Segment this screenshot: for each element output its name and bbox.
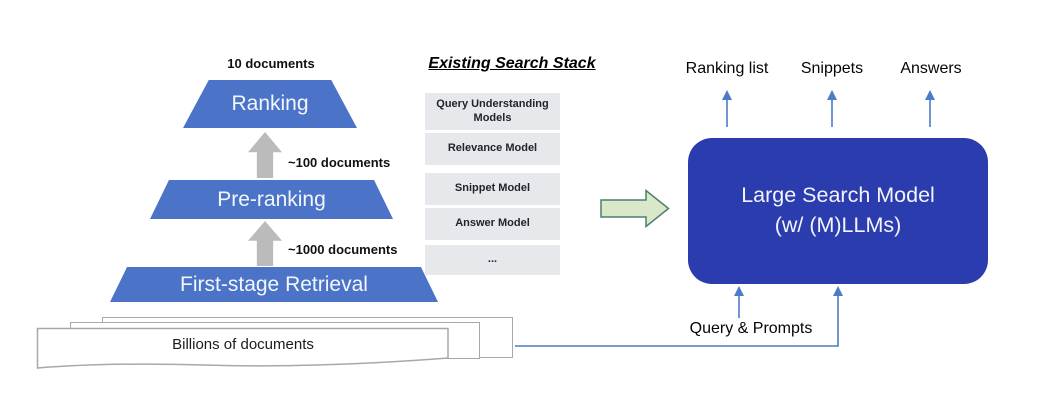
stack-item: Snippet Model (425, 173, 560, 205)
funnel-top-count: 10 documents (227, 56, 315, 71)
up-arrow-icon (248, 221, 282, 266)
stack-item: Query Understanding Models (425, 93, 560, 130)
output-label-answers: Answers (900, 60, 962, 77)
documents-label: Billions of documents (172, 336, 314, 353)
funnel-stage-preranking: Pre-ranking (150, 180, 393, 219)
stack-item-label: Snippet Model (454, 182, 531, 195)
funnel-stage-ranking: Ranking (183, 80, 357, 128)
stack-item: ... (425, 245, 560, 275)
funnel-stage-retrieval: First-stage Retrieval (110, 267, 438, 302)
existing-stack-title: Existing Search Stack (428, 55, 596, 72)
stage-label: Ranking (231, 92, 309, 115)
stack-item-label: ... (487, 253, 498, 266)
input-arrow-icon (734, 286, 744, 318)
output-arrow-icon (722, 90, 732, 127)
output-label-ranking-list: Ranking list (685, 60, 769, 77)
model-title-line1: Large Search Model (741, 183, 935, 208)
query-prompts-label: Query & Prompts (689, 320, 813, 337)
stack-item-label: Relevance Model (447, 142, 538, 155)
flow-label-100: ~100 documents (288, 155, 391, 170)
output-arrow-icon (827, 90, 837, 127)
stage-label: First-stage Retrieval (180, 272, 368, 296)
stack-item: Answer Model (425, 208, 560, 240)
model-title-line2: (w/ (M)LLMs) (774, 213, 902, 237)
stack-item-label: Query Understanding Models (436, 97, 549, 124)
documents-connector-arrow (515, 286, 843, 347)
large-search-model-box: Large Search Model (w/ (M)LLMs) (688, 138, 988, 284)
output-arrow-icon (925, 90, 935, 127)
up-arrow-icon (248, 132, 282, 178)
stack-item: Relevance Model (425, 133, 560, 165)
stack-item-label: Answer Model (455, 217, 530, 230)
stage-label: Pre-ranking (217, 187, 326, 211)
flow-label-1000: ~1000 documents (288, 242, 398, 257)
document-page-front (36, 327, 449, 369)
right-block-arrow-icon (600, 189, 670, 228)
output-label-snippets: Snippets (800, 60, 864, 77)
